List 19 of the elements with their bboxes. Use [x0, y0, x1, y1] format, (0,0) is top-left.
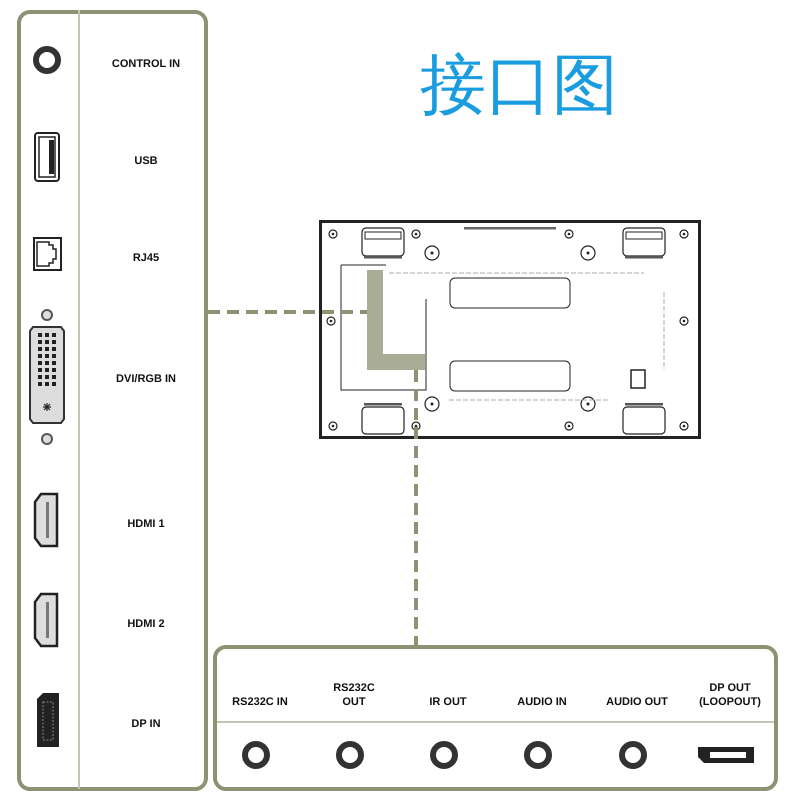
port-label: AUDIO IN [516, 695, 568, 709]
port-label: RS232C OUT [332, 681, 376, 709]
title: 接口图 [420, 46, 618, 123]
port-label: IR OUT [428, 695, 468, 709]
leader-line [208, 310, 367, 314]
port-label: USB [133, 154, 159, 169]
port-label: CONTROL IN [111, 57, 181, 72]
highlighted-connector-area [367, 270, 425, 370]
port-label: DVI/RGB IN [115, 372, 177, 387]
port-label: HDMI 1 [126, 517, 166, 532]
port-label: AUDIO OUT [605, 695, 669, 709]
port-label: DP IN [130, 717, 162, 732]
port-label: DP OUT (LOOPOUT) [698, 681, 762, 709]
connector-panel [17, 10, 208, 791]
port-label: RJ45 [132, 251, 160, 266]
leader-line [414, 370, 418, 645]
port-label: RS232C IN [232, 695, 288, 709]
port-label: HDMI 2 [126, 617, 166, 632]
connector-panel [213, 645, 778, 791]
